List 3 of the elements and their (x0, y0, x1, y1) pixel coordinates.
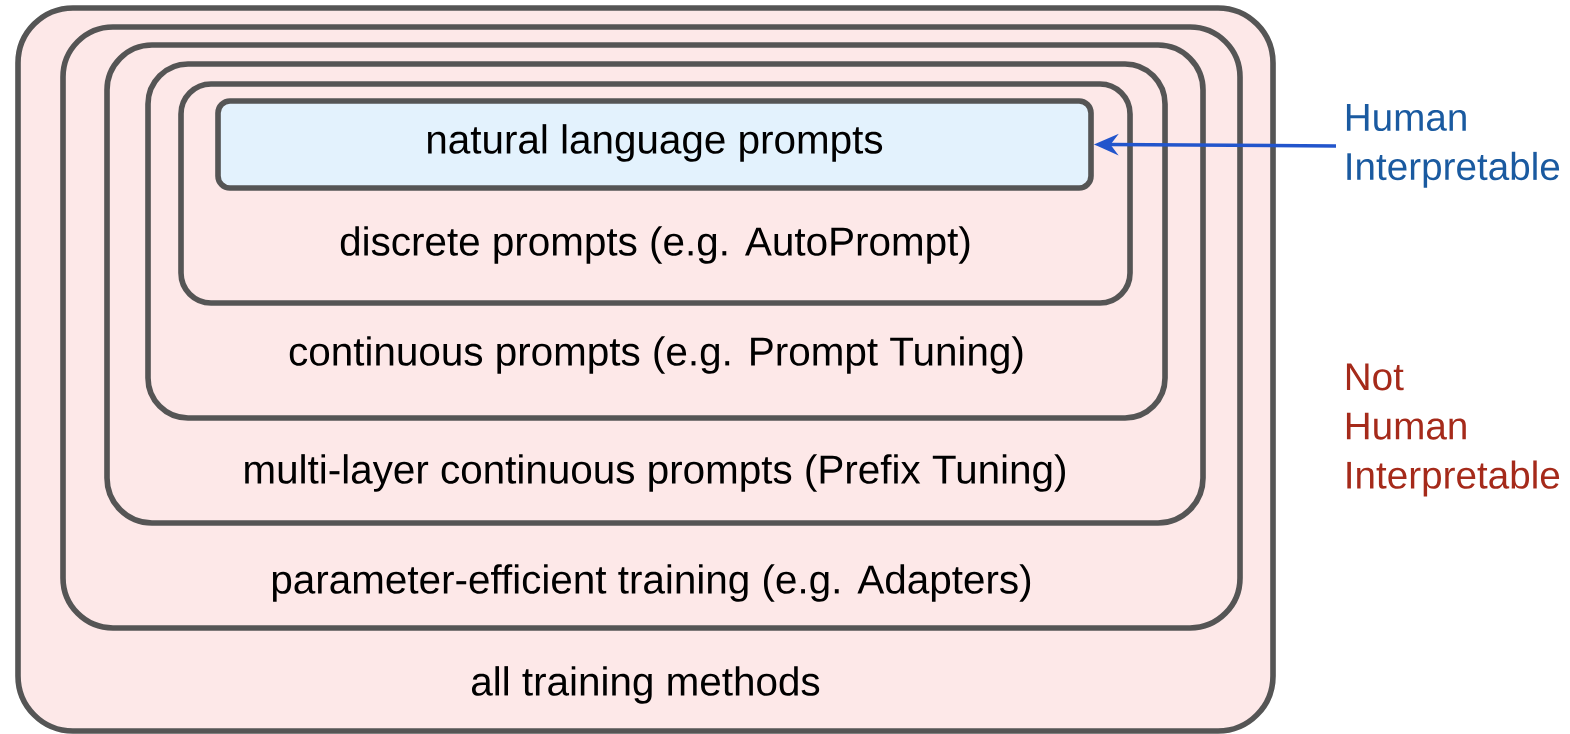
annotation-text: Human Interpretable (1346, 104, 1560, 188)
annotation-text: Not Human Interpretable (1346, 363, 1560, 497)
nested-box: natural language prompts (215, 98, 1094, 191)
